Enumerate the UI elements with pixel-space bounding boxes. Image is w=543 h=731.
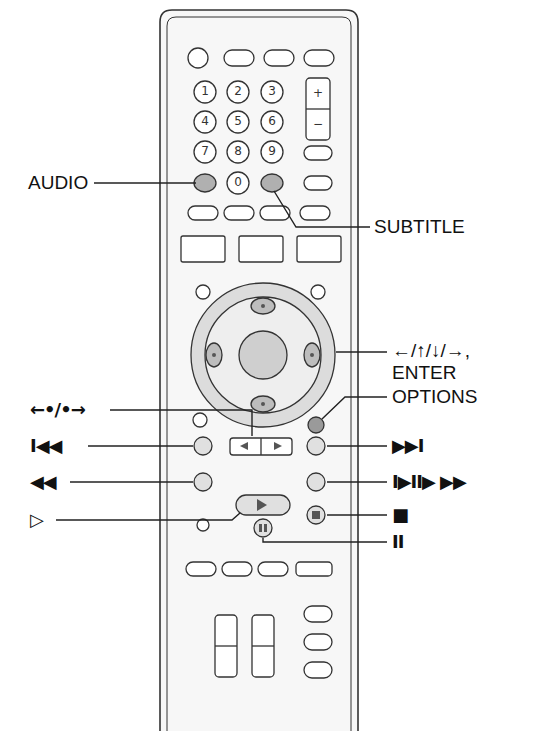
volume-mark: − bbox=[313, 118, 323, 132]
key-number: 4 bbox=[201, 115, 209, 129]
button-label: I◀◀ bbox=[30, 436, 61, 457]
volume-mark: + bbox=[313, 87, 323, 101]
button-label: II bbox=[392, 532, 403, 553]
key-number: 1 bbox=[201, 85, 209, 99]
button-label: I▶II▶ ▶▶ bbox=[392, 472, 466, 493]
key-number: 2 bbox=[234, 85, 242, 99]
button-label: ▷ bbox=[30, 510, 43, 531]
button-label: ■ bbox=[392, 505, 408, 526]
key-number: 0 bbox=[234, 176, 242, 190]
key-number: 6 bbox=[268, 115, 276, 129]
button-label: ←•/•→ bbox=[30, 400, 85, 421]
button-label: SUBTITLE bbox=[374, 216, 465, 238]
button-label: ←/↑/↓/→, ENTER bbox=[392, 340, 522, 384]
button-label: ▶▶I bbox=[392, 436, 423, 457]
button-label: OPTIONS bbox=[392, 386, 478, 408]
key-number: 5 bbox=[234, 115, 242, 129]
key-number: 3 bbox=[268, 85, 276, 99]
button-label: AUDIO bbox=[28, 172, 88, 194]
key-number: 7 bbox=[201, 145, 209, 159]
key-number: 8 bbox=[234, 145, 242, 159]
button-label: ◀◀ bbox=[30, 472, 56, 493]
key-number: 9 bbox=[268, 145, 276, 159]
